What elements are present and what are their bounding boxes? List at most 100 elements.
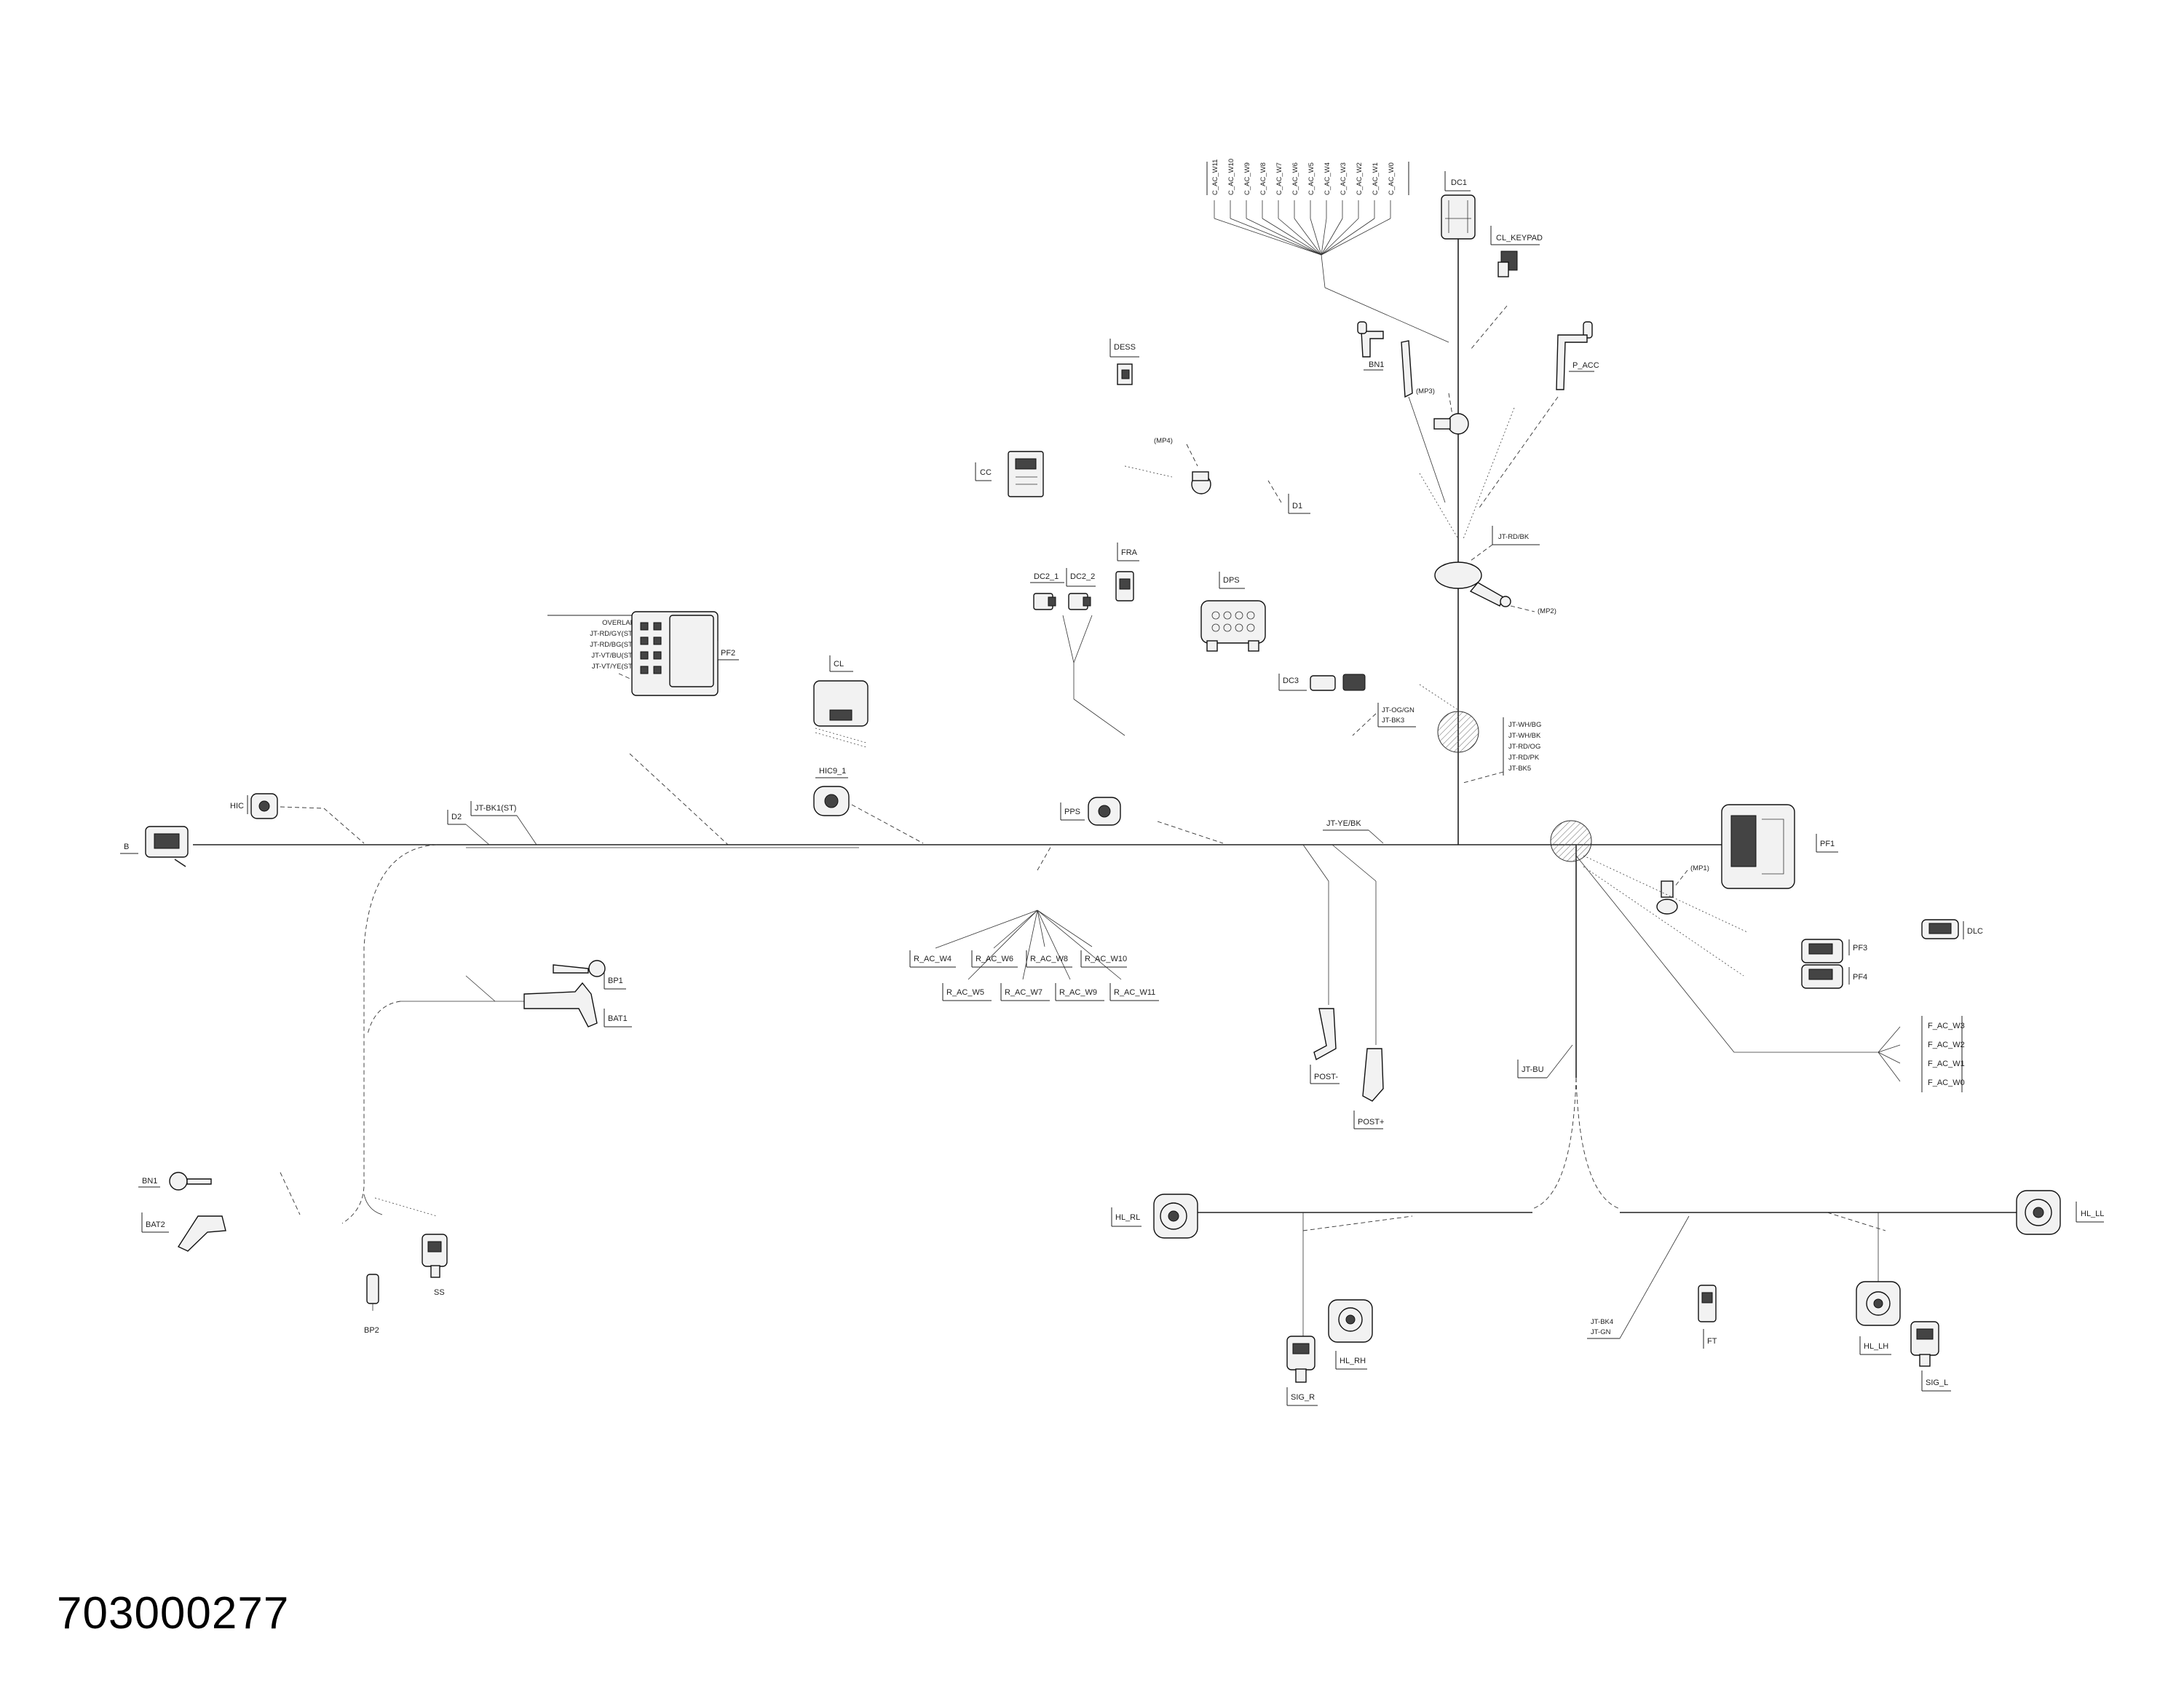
hl-lh-label: HL_LH [1864,1342,1888,1351]
sig-l-label: SIG_L [1926,1379,1948,1387]
c-ac-label-9: C_AC_W2 [1356,162,1364,195]
hic9-1-connector[interactable]: HIC9_1 [813,767,924,844]
splice-jt-wh [1437,711,1479,753]
jt-bu-label: JT-BU [1522,1065,1544,1074]
cc-connector[interactable]: CC [975,451,1044,497]
c-ac-label-5: C_AC_W6 [1291,162,1299,195]
hl-lh-sig-l-branch[interactable]: HL_LH SIG_L [1856,1212,1951,1392]
drawing-number: 703000277 [57,1588,290,1638]
overlap-label-4: JT-VT/YE(ST) [592,663,635,671]
ss-label: SS [434,1288,445,1297]
jt-ye-bk-label-group: JT-YE/BK [1323,819,1384,844]
d2-jt-bk1-labels: D2 JT-BK1(ST) [447,801,537,845]
mp4-label: (MP4) [1154,437,1173,445]
hl-ll-label: HL_LL [2081,1210,2104,1218]
dc1-label: DC1 [1451,178,1467,187]
dc3-connector[interactable]: DC3 [1278,674,1459,711]
dc3-label: DC3 [1283,677,1299,685]
pf1-connector[interactable]: PF1 [1721,804,1838,889]
dlc-connector[interactable]: DLC [1921,919,1983,939]
d1-label-group: D1 [1267,480,1310,514]
overlap-label-stack: OVERLAPJT-RD/GY(ST)JT-RD/BG(ST)JT-VT/BU(… [547,615,637,671]
jt-wh-label-4: JT-BK5 [1508,765,1531,773]
bat1-label: BAT1 [608,1014,628,1023]
jt-rd-bk-and-mp2[interactable]: JT-RD/BK (MP2) [1419,407,1556,615]
post-plus-label: POST+ [1358,1118,1384,1127]
dlc-label: DLC [1967,927,1983,936]
mp4-clip[interactable]: (MP4) [1124,437,1211,494]
jt-rd-bk-label: JT-RD/BK [1498,533,1530,541]
dess-connector[interactable]: DESS [1109,339,1139,385]
hl-rl-connector[interactable]: HL_RL [1111,1194,1198,1239]
bn1-top-ring-terminal[interactable]: BN1 [1357,321,1446,503]
jt-bk4-ft-group[interactable]: JT-BK4 JT-GN FT [1587,1212,1886,1349]
hic-connector[interactable]: HIC [230,793,365,844]
hic9-1-label: HIC9_1 [819,767,846,776]
c-ac-label-4: C_AC_W7 [1275,162,1283,195]
mp3-label: (MP3) [1416,387,1435,395]
pps-connector[interactable]: PPS [1060,797,1224,844]
hl-rh-label: HL_RH [1340,1357,1366,1365]
r-ac-top-label-2: R_AC_W8 [1030,955,1068,963]
b-connector[interactable]: B [120,826,189,867]
c-ac-label-2: C_AC_W9 [1243,162,1251,195]
splice-jt-ye-bk [1550,820,1592,862]
bn1-bat2-terminals[interactable]: BN1 BAT2 [138,1172,301,1252]
mp2-label: (MP2) [1538,607,1556,615]
post-terminals[interactable]: POST- POST+ [1302,844,1384,1129]
sig-r-label: SIG_R [1291,1393,1315,1402]
cl-keypad-connector[interactable]: CL_KEYPAD [1470,226,1543,350]
pf3-pf4-connectors[interactable]: PF3 PF4 [1801,939,1867,989]
r-ac-bot-label-3: R_AC_W11 [1114,988,1155,997]
cl-keypad-label: CL_KEYPAD [1496,234,1543,242]
pf2-label: PF2 [721,649,735,658]
cc-label: CC [980,468,992,477]
c-ac-label-11: C_AC_W0 [1388,162,1396,195]
f-ac-label-3: F_AC_W0 [1928,1078,1965,1087]
hl-rh-sig-r-branch[interactable]: SIG_R HL_RH [1286,1212,1413,1406]
pf1-label: PF1 [1820,840,1835,848]
pf2-connector[interactable]: OVERLAPJT-RD/GY(ST)JT-RD/BG(ST)JT-VT/BU(… [547,611,739,845]
r-ac-top-label-1: R_AC_W6 [976,955,1013,963]
mp1-clip[interactable]: (MP1) [1583,855,1748,977]
d1-label: D1 [1292,502,1302,510]
jt-bk4-label: JT-BK4 [1591,1318,1613,1326]
jt-og-gn-label-group: JT-OG/GN JT-BK3 [1352,703,1416,736]
fra-label: FRA [1121,548,1138,557]
r-ac-top-label-3: R_AC_W10 [1085,955,1127,963]
overlap-label-2: JT-RD/BG(ST) [590,641,635,649]
r-ac-bot-label-0: R_AC_W5 [946,988,984,997]
jt-og-gn-label: JT-OG/GN [1382,706,1415,714]
r-ac-bot-label-1: R_AC_W7 [1005,988,1042,997]
r-ac-bot-label-2: R_AC_W9 [1059,988,1097,997]
bn1-left-label: BN1 [142,1177,157,1186]
bp2-label: BP2 [364,1326,379,1335]
p-acc-terminal[interactable]: P_ACC [1477,321,1599,510]
c-ac-label-1: C_AC_W10 [1227,159,1235,195]
bp2-ss-terminals[interactable]: BP2 SS [364,1197,448,1335]
d2-label: D2 [451,813,462,821]
dps-connector[interactable]: DPS [1200,572,1266,652]
f-ac-label-2: F_AC_W1 [1928,1060,1965,1068]
bat2-label: BAT2 [146,1220,165,1229]
cl-label: CL [834,660,844,669]
dc2-group[interactable]: DC2_1 DC2_2 FRA [1030,543,1139,736]
dc1-connector[interactable]: DC1 [1441,171,1476,240]
c-ac-label-8: C_AC_W3 [1340,162,1348,195]
c-ac-label-10: C_AC_W1 [1372,162,1380,195]
overlap-label-1: JT-RD/GY(ST) [590,630,635,638]
f-ac-label-0: F_AC_W3 [1928,1022,1965,1030]
mp3-clip[interactable]: (MP3) [1416,387,1469,435]
dess-label: DESS [1114,343,1136,352]
mp1-label: (MP1) [1690,864,1709,872]
bp1-bat1-terminals[interactable]: BP1 BAT1 [367,960,632,1035]
hl-ll-connector[interactable]: HL_LL [2016,1190,2104,1235]
p-acc-label: P_ACC [1572,361,1599,370]
jt-gn-label: JT-GN [1591,1328,1611,1336]
cl-connector[interactable]: CL [813,655,869,748]
c-ac-label-0: C_AC_W11 [1211,159,1219,195]
